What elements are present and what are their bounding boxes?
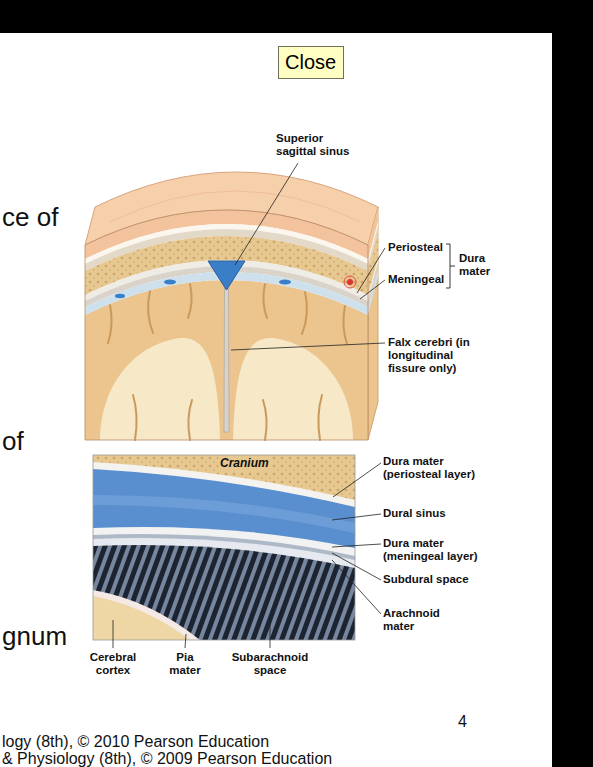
sulci [343, 306, 347, 344]
brain-grey-matter [85, 280, 368, 440]
periosteal-dura [93, 462, 355, 640]
node-text-group: Close [285, 51, 336, 74]
leader-lines [185, 634, 186, 648]
leader-lines [332, 560, 381, 614]
sulci [263, 400, 267, 440]
layer-label: Meningeal [388, 273, 444, 286]
sulci [108, 284, 347, 440]
layer-label: Subdural space [383, 573, 469, 586]
leader-lines [113, 620, 114, 648]
block-outline [85, 210, 368, 440]
vein [164, 280, 176, 285]
vein [279, 280, 291, 285]
sulci [108, 305, 112, 343]
sulci [188, 284, 192, 318]
layer-label: Pia mater [165, 651, 205, 677]
sulci [318, 395, 322, 440]
section-outline [93, 455, 355, 640]
button-label: Close [285, 51, 336, 74]
pia-mater [93, 590, 200, 640]
group-label: Dura mater [459, 252, 504, 278]
layer-label: Subarachnoid space [228, 651, 312, 677]
meningeal-dura [93, 527, 355, 640]
artery [347, 279, 353, 285]
leader-lines [333, 463, 381, 497]
slide-text: gnum [2, 622, 67, 652]
sulci [302, 292, 307, 334]
vein [115, 294, 125, 298]
cerebral-cortex [93, 596, 190, 640]
page-number: 4 [458, 713, 467, 731]
leader-lines [231, 343, 385, 350]
structure-label: Cranium [218, 457, 271, 471]
source-citation: logy (8th), © 2010 Pearson Education [2, 733, 269, 751]
sulci [133, 395, 137, 440]
leader-lines [270, 622, 271, 648]
dural-sinus [93, 469, 355, 640]
dura-bracket [446, 244, 455, 288]
meninges-section [93, 455, 355, 640]
sagittal-sinus [208, 261, 245, 290]
falx-cerebri [224, 288, 229, 432]
layer-label: Dura mater (periosteal layer) [383, 455, 493, 481]
artery-highlight [344, 276, 356, 288]
sulci [263, 284, 267, 318]
close-button: Close [278, 46, 344, 79]
leader-lines [113, 163, 385, 648]
sulci [188, 400, 192, 440]
leader-lines [360, 280, 385, 299]
leader-lines [235, 163, 298, 265]
leader-lines [332, 544, 381, 547]
structure-label: Superior sagittal sinus [276, 132, 356, 158]
brain-block [85, 172, 378, 440]
layer-label: Cerebral cortex [83, 651, 143, 677]
side-face [368, 207, 378, 440]
sulci [148, 291, 153, 333]
structure-label: Falx cerebri (in longitudinal fissure on… [388, 336, 472, 376]
cranium-bone [93, 455, 355, 640]
white-matter [100, 338, 220, 440]
leader-lines [357, 248, 385, 293]
subarachnoid-space [93, 545, 355, 640]
layer-label: Arachnoid mater [383, 607, 445, 633]
leader-lines [332, 553, 381, 580]
sinus-shade [93, 500, 355, 528]
slide-text: ce of [2, 203, 58, 233]
layer-label: Dural sinus [383, 507, 446, 520]
arachnoid-mater [93, 538, 355, 640]
leader-lines [332, 514, 381, 520]
layer-label: Periosteal [388, 241, 443, 254]
layer-label: Dura mater (meningeal layer) [383, 537, 493, 563]
side-meningeal [368, 263, 378, 307]
source-citation: & Physiology (8th), © 2009 Pearson Educa… [2, 750, 332, 767]
white-matter [233, 338, 353, 440]
subdural-space [93, 534, 355, 640]
slide-text: of [2, 427, 24, 457]
